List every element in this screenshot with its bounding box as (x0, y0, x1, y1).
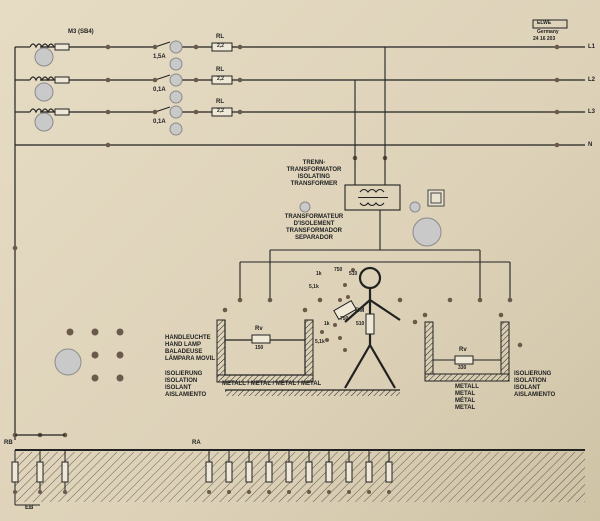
coil-l3 (29, 108, 55, 114)
part-number: 24 16 203 (533, 36, 556, 42)
person-figure (344, 266, 401, 389)
label-l3: L3 (588, 109, 596, 115)
socket-hole-1[interactable] (34, 47, 54, 67)
r-1k-bottom: 1k (324, 321, 330, 327)
fuse-l3 (54, 108, 70, 116)
logo: ELWE (537, 20, 552, 26)
resistor-rv-left (251, 334, 271, 344)
fuse-l2 (54, 76, 70, 84)
rb-label: RB (4, 440, 13, 446)
rl-label-1: RL (216, 34, 224, 40)
fuse-rating-3: 0,1A (153, 119, 166, 125)
switch-knob-5[interactable] (169, 105, 183, 119)
rl-value-1: 2,2 (217, 43, 224, 49)
r-51k-top: 5,1k (309, 284, 319, 290)
switch-knob-4[interactable] (169, 90, 183, 104)
rl-label-3: RL (216, 99, 224, 105)
logo-box (532, 19, 568, 29)
ra-label: RA (192, 440, 201, 446)
fuse-rating-2: 0,1A (153, 87, 166, 93)
switch-knob-2[interactable] (169, 57, 183, 71)
r-1k-top: 1k (316, 271, 322, 277)
resistor-rl-3 (211, 107, 233, 117)
resistor-rv-right (454, 355, 474, 365)
eb-label: EB (25, 505, 34, 511)
hand-lamp-label: HANDLEUCHTE HAND LAMP BALADEUSE LÁMPARA … (165, 335, 215, 362)
rl-label-2: RL (216, 67, 224, 73)
origin-label: Germany (537, 29, 559, 35)
transformer-label-bottom: TRANSFORMATEUR D'ISOLEMENT TRANSFORMADOR… (284, 214, 344, 241)
rl-value-2: 2,2 (217, 76, 224, 82)
isolating-transformer (344, 184, 401, 211)
rl-value-3: 2,2 (217, 108, 224, 114)
label-n: N (588, 142, 593, 148)
metal-label-left: METALL / METAL / MÉTAL / METAL (222, 381, 322, 387)
metal-label-right: METALL METAL MÉTAL METAL (455, 384, 479, 411)
rv-value-left: 150 (255, 345, 264, 351)
resistor-rm (365, 313, 375, 335)
rv-label-right: Rv (459, 347, 467, 353)
rv-label-left: Rv (255, 326, 263, 332)
switch-knob-6[interactable] (169, 122, 183, 136)
socket-hole-large-left[interactable] (54, 348, 82, 376)
r-51k-bottom: 5,1k (315, 339, 325, 345)
isolation-label-left: ISOLIERUNG ISOLATION ISOLANT AISLAMIENTO (165, 371, 207, 398)
resistor-rl-2 (211, 75, 233, 85)
r-750-top: 750 (334, 267, 343, 273)
switch-knob-3[interactable] (169, 73, 183, 87)
socket-hole-2[interactable] (34, 82, 54, 102)
fuse-rating-1: 1,5A (153, 54, 166, 60)
switch-knob-1[interactable] (169, 40, 183, 54)
rv-value-right: 330 (458, 365, 467, 371)
r-750-bottom: 750 (340, 316, 349, 322)
coil-l1 (29, 43, 55, 49)
socket-hole-3[interactable] (34, 112, 54, 132)
rm-label: RM (355, 308, 365, 314)
transformer-label-top: TRENN- TRANSFORMATOR ISOLATING TRANSFORM… (286, 160, 342, 187)
hand-lamp (333, 299, 357, 321)
resistor-rl-1 (211, 42, 233, 52)
label-l2: L2 (588, 77, 596, 83)
label-l1: L1 (588, 44, 596, 50)
coil-l2 (29, 76, 55, 82)
r-510-top: 510 (349, 271, 358, 277)
socket-hole-large-right[interactable] (412, 217, 442, 247)
m3-label: M3 (SB4) (68, 29, 94, 35)
isolation-label-right: ISOLIERUNG ISOLATION ISOLANT AISLAMIENTO (514, 371, 556, 398)
fuse-l1 (54, 43, 70, 51)
r-510-bottom: 510 (356, 321, 365, 327)
